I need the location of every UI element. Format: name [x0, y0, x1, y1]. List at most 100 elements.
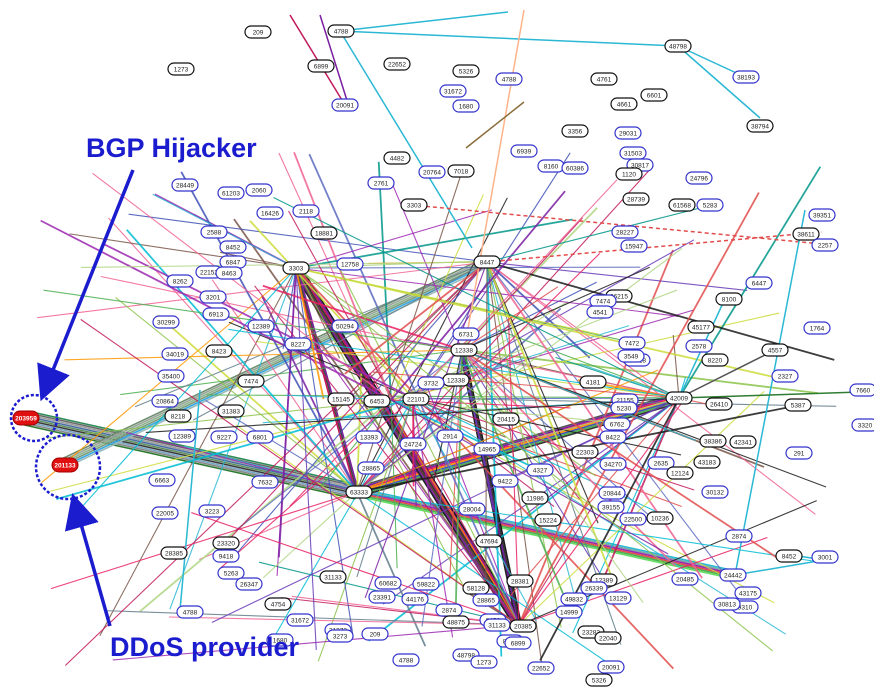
as-node: 20091 [597, 660, 625, 674]
as-node: 4788 [495, 72, 523, 86]
as-node-label: 8452 [782, 554, 797, 561]
as-node: 45177 [687, 320, 715, 334]
edge-line [390, 399, 669, 555]
edge-line [734, 209, 806, 576]
as-node-label: 8160 [544, 164, 559, 171]
as-node-label: 58128 [467, 586, 485, 593]
as-node: 8262 [166, 274, 194, 288]
as-node: 31672 [286, 613, 314, 627]
as-node: 42341 [729, 435, 757, 449]
as-node-label: 2874 [732, 534, 747, 541]
as-node-label: 22652 [388, 62, 406, 69]
as-node-label: 13129 [609, 596, 627, 603]
as-node: 6801 [246, 430, 274, 444]
edge-line [80, 318, 520, 626]
edge-line [461, 349, 819, 395]
as-node: 20844 [598, 486, 626, 500]
as-node: 3223 [198, 504, 226, 518]
as-node: 8100 [715, 292, 743, 306]
as-node-label: 11986 [526, 496, 544, 503]
as-node: 9418 [212, 549, 240, 563]
edge-line [526, 397, 680, 515]
edge-line [56, 397, 414, 500]
edge-line [449, 349, 463, 580]
as-node-label: 6899 [314, 64, 329, 71]
as-node-label: 39351 [813, 213, 831, 220]
as-node-label: 12389 [595, 578, 613, 585]
edge-line [412, 239, 695, 399]
as-node-label: 31503 [624, 151, 642, 158]
as-node-label: 22303 [576, 450, 594, 457]
as-node: 8227 [284, 337, 312, 351]
as-node-label: 5326 [459, 69, 474, 76]
as-node-label: 18881 [315, 231, 333, 238]
as-node: 2635 [647, 456, 675, 470]
edge-line [37, 261, 488, 319]
as-node-label: 3303 [289, 266, 304, 273]
edge-line [179, 389, 201, 611]
as-node: 20485 [671, 572, 699, 586]
as-node-label: 3201 [206, 295, 221, 302]
as-node-label: 4788 [183, 610, 198, 617]
as-node: 18881 [310, 226, 338, 240]
as-node-label: 20415 [497, 417, 515, 424]
as-node: 34270 [599, 457, 627, 471]
as-node: 8422 [599, 430, 627, 444]
as-node-label: 22005 [156, 511, 174, 518]
as-node-label: 60682 [379, 581, 397, 588]
as-node-label: 24442 [724, 573, 742, 580]
as-node-label: 1680 [273, 638, 288, 645]
as-node: 28227 [611, 225, 639, 239]
as-node-label: 3356 [568, 129, 583, 136]
as-node-label: 8452 [226, 245, 241, 252]
as-node: 24442 [719, 568, 747, 582]
as-node-label: 9310 [738, 605, 753, 612]
ddos-provider-node-label: 201133 [54, 463, 76, 470]
as-node: 13129 [604, 591, 632, 605]
as-node-label: 1764 [810, 326, 825, 333]
edge-line [356, 493, 735, 579]
as-node-label: 38611 [797, 232, 815, 239]
as-node: 3303 [400, 198, 428, 212]
as-node-label: 23391 [373, 595, 391, 602]
as-node-label: 209 [253, 30, 264, 37]
annotation-layer [9, 169, 135, 627]
as-node: 39155 [597, 500, 625, 514]
as-node-label: 8218 [171, 414, 186, 421]
edge-line [295, 267, 341, 359]
as-node: 4181 [579, 375, 607, 389]
as-node-label: 61203 [222, 191, 240, 198]
as-node: 28865 [357, 461, 385, 475]
as-node-label: 10236 [651, 516, 669, 523]
as-node-label: 3320 [858, 423, 873, 430]
as-node: 13393 [355, 430, 383, 444]
bgp-hijacker-label: BGP Hijacker [86, 133, 257, 163]
as-node-label: 2761 [374, 181, 389, 188]
edge-line [233, 261, 488, 557]
edge-line [497, 329, 680, 399]
edge-line [295, 209, 492, 269]
as-node-label: 12389 [252, 324, 270, 331]
as-node: 6447 [745, 276, 773, 290]
as-node: 3001 [811, 550, 839, 564]
as-node-label: 8262 [173, 279, 188, 286]
ddos-provider-node: 201133 [51, 457, 79, 473]
as-node-label: 30813 [718, 602, 736, 609]
as-node: 26410 [705, 397, 733, 411]
as-node-label: 28865 [477, 598, 495, 605]
as-node-label: 28381 [511, 579, 529, 586]
as-node-label: 1273 [477, 660, 492, 667]
as-node-label: 4482 [390, 156, 405, 163]
as-node-label: 9422 [498, 479, 513, 486]
as-node-label: 38386 [704, 439, 722, 446]
hijacker-node: 203959 [12, 410, 40, 426]
as-node: 2257 [811, 238, 839, 252]
as-node: 14965 [473, 442, 501, 456]
as-node: 38386 [699, 434, 727, 448]
as-node: 4788 [392, 653, 420, 667]
edge-line [485, 261, 488, 608]
as-node-label: 28739 [627, 197, 645, 204]
as-node-label: 4761 [597, 77, 612, 84]
edge-line [678, 391, 861, 399]
